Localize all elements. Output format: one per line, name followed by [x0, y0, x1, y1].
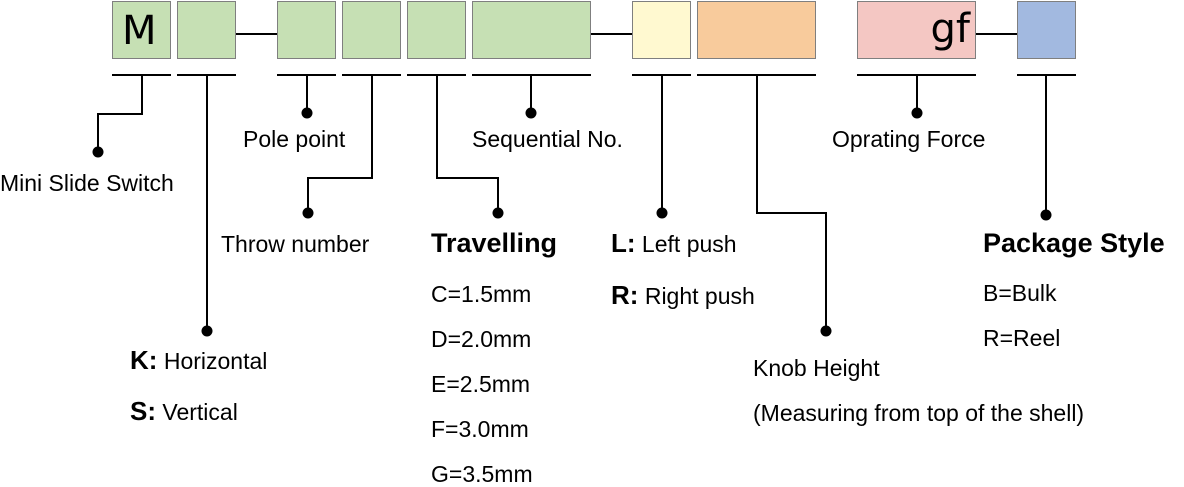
text-vertical: Vertical	[156, 399, 238, 425]
travelling-option: D=2.0mm	[431, 326, 532, 352]
package-option: B=Bulk	[983, 280, 1057, 306]
code-s: S:	[130, 396, 156, 426]
text-horizontal: Horizontal	[157, 348, 268, 374]
text-right-push: Right push	[638, 283, 755, 309]
code-l: L:	[611, 228, 636, 258]
code-box-operating-force: gf	[857, 1, 976, 59]
travelling-option: G=3.5mm	[431, 461, 533, 487]
option-horizontal: K: Horizontal	[130, 347, 267, 374]
package-option: R=Reel	[983, 325, 1061, 351]
option-right-push: R: Right push	[611, 282, 755, 309]
code-box-direction	[177, 1, 236, 59]
option-left-push: L: Left push	[611, 230, 737, 257]
package-style-heading: Package Style	[983, 228, 1165, 258]
travelling-option: C=1.5mm	[431, 281, 532, 307]
code-box-package	[1017, 1, 1076, 59]
code-box-series: M	[112, 1, 171, 59]
code-box-travelling	[407, 1, 466, 59]
code-box-pole-point	[277, 1, 336, 59]
code-box-throw-number	[342, 1, 401, 59]
series-letter: M	[122, 8, 157, 54]
label-pole-point: Pole point	[243, 126, 346, 152]
code-box-push	[632, 1, 691, 59]
travelling-option: E=2.5mm	[431, 371, 531, 397]
label-sequential-no: Sequential No.	[472, 126, 623, 152]
code-r: R:	[611, 280, 639, 310]
travelling-heading: Travelling	[431, 228, 558, 258]
gf-unit: gf	[930, 6, 970, 52]
text-left-push: Left push	[635, 231, 737, 257]
label-operating-force: Oprating Force	[832, 126, 986, 152]
label-knob-height-note: (Measuring from top of the shell)	[753, 400, 1085, 426]
label-throw-number: Throw number	[221, 231, 370, 257]
label-mini-slide-switch: Mini Slide Switch	[0, 170, 174, 196]
travelling-option: F=3.0mm	[431, 416, 529, 442]
code-box-knob-height	[697, 1, 816, 59]
option-vertical: S: Vertical	[130, 398, 238, 425]
label-knob-height: Knob Height	[753, 355, 880, 381]
code-k: K:	[130, 345, 158, 375]
code-box-sequential-no	[472, 1, 591, 59]
